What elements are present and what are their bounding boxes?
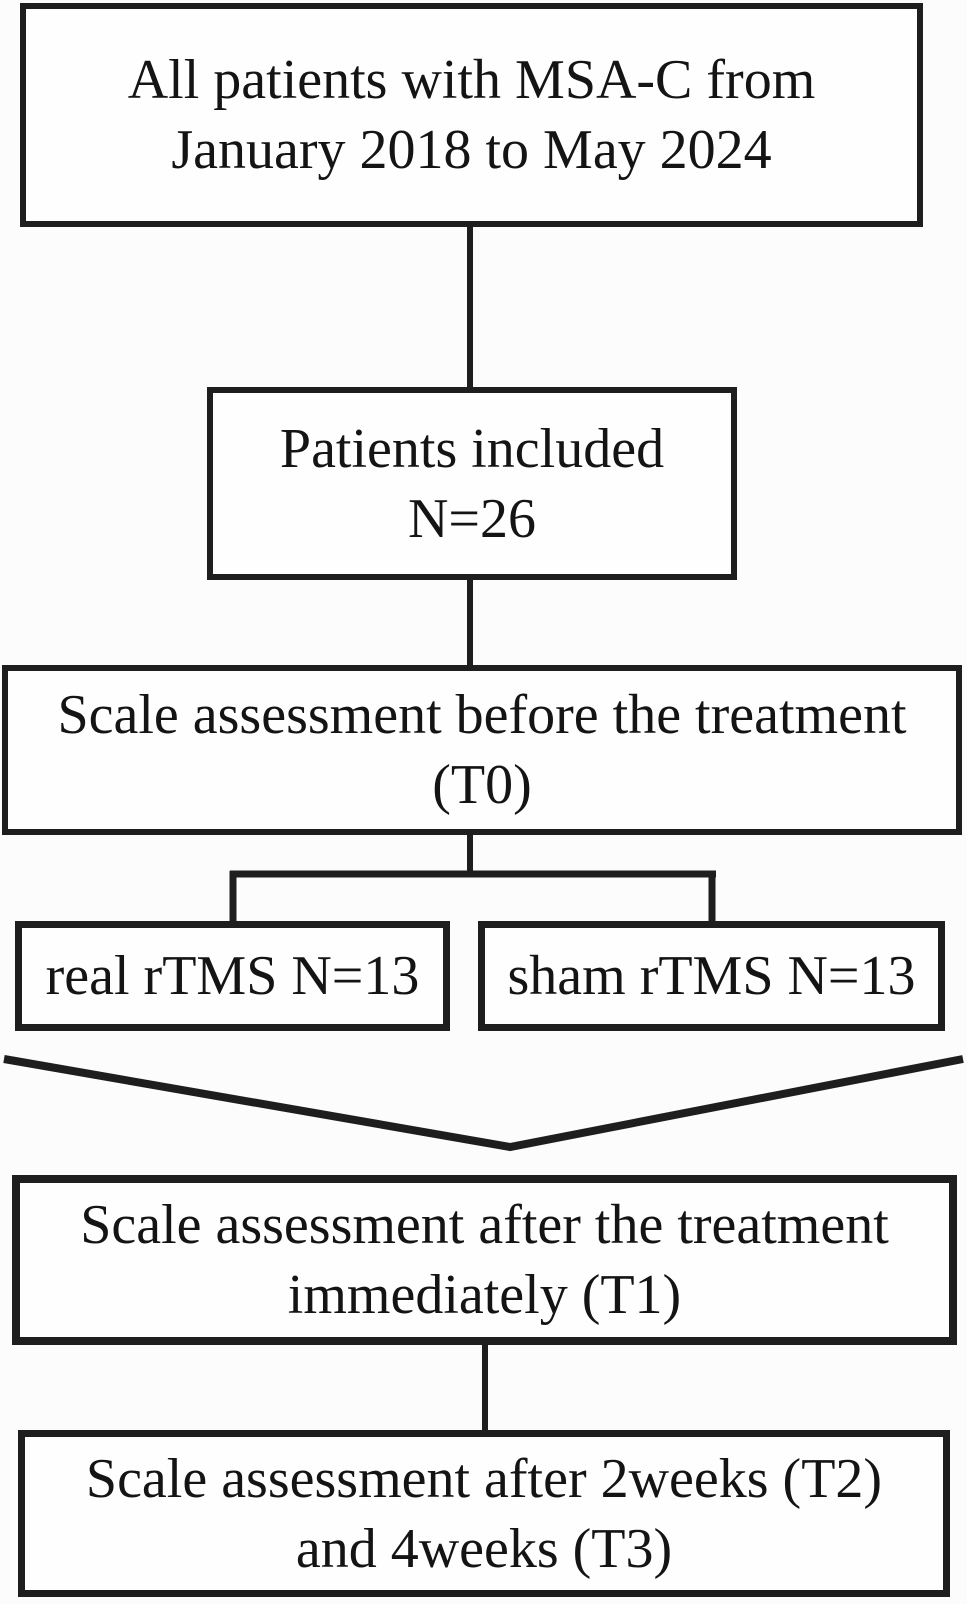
node-assessment-t2-t3: Scale assessment after 2weeks (T2) and 4… <box>18 1430 950 1597</box>
node-population-line-1: All patients with MSA-C from <box>127 49 816 111</box>
node-assessment-t1: Scale assessment after the treatment imm… <box>12 1175 957 1345</box>
connector-merge-chevron <box>3 1055 964 1152</box>
node-assessment-t0: Scale assessment before the treatment (T… <box>2 665 962 835</box>
node-sham-rtms: sham rTMS N=13 <box>478 921 945 1031</box>
node-t0-line-1: Scale assessment before the treatment <box>57 684 907 746</box>
node-real-rtms: real rTMS N=13 <box>15 921 450 1031</box>
node-population-line-2: January 2018 to May 2024 <box>171 119 772 181</box>
node-included-line-1: Patients included <box>279 417 665 480</box>
node-sham-rtms-label: sham rTMS N=13 <box>507 945 916 1007</box>
node-real-rtms-label: real rTMS N=13 <box>45 945 420 1007</box>
node-patients-included: Patients included N=26 <box>207 387 737 580</box>
node-included-line-2: N=26 <box>407 487 537 550</box>
node-population: All patients with MSA-C from January 201… <box>20 3 923 227</box>
node-t1-line-1: Scale assessment after the treatment <box>80 1194 889 1256</box>
node-t1-line-2: immediately (T1) <box>287 1264 682 1326</box>
node-t23-line-1: Scale assessment after 2weeks (T2) <box>85 1447 883 1510</box>
node-t0-line-2: (T0) <box>432 754 532 816</box>
node-t23-line-2: and 4weeks (T3) <box>295 1517 673 1580</box>
